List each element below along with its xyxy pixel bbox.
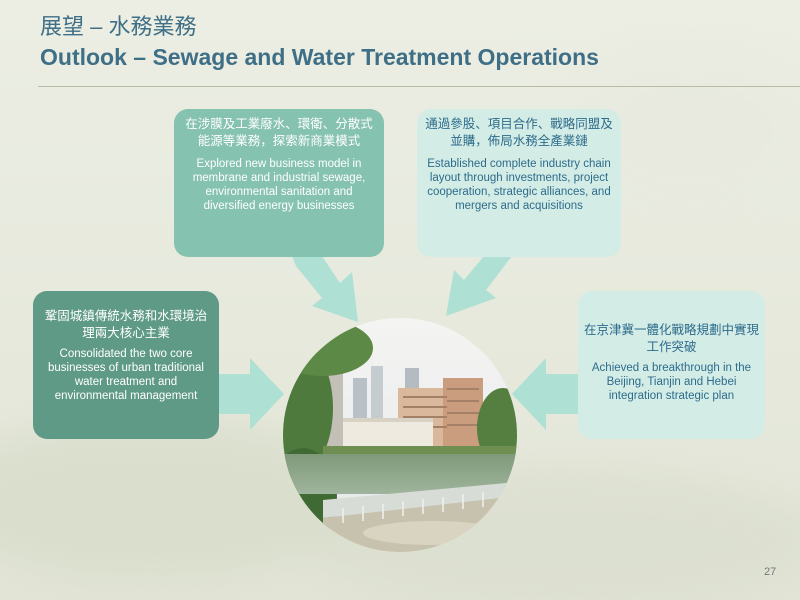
box-text-english: Explored new business model in membrane … [192,158,366,212]
arrow-right [512,358,578,430]
box-text-chinese: 在涉膜及工業廢水、環衛、分散式能源等業務，探索新商業模式 [185,116,373,148]
box-new-business-model: 在涉膜及工業廢水、環衛、分散式能源等業務，探索新商業模式 Explored ne… [174,109,384,257]
arrow-top-right [446,256,512,316]
box-core-businesses: 鞏固城鎮傳統水務和水環境治理兩大核心主業 Consolidated the tw… [33,291,219,439]
box-text-english: Achieved a breakthrough in the Beijing, … [591,362,752,402]
water-treatment-photo [283,318,517,552]
box-text-english: Consolidated the two core businesses of … [48,348,204,402]
box-text-chinese: 在京津冀一體化戰略規劃中實現工作突破 [584,322,760,354]
slide-title-english: Outlook – Sewage and Water Treatment Ope… [40,44,599,70]
box-industry-chain: 通過參股、項目合作、戰略同盟及並購，佈局水務全產業鏈 Established c… [417,109,621,257]
box-jingjinji-breakthrough: 在京津冀一體化戰略規劃中實現工作突破 Achieved a breakthrou… [578,291,765,439]
box-text-chinese: 鞏固城鎮傳統水務和水環境治理兩大核心主業 [44,308,208,340]
title-divider [38,86,800,87]
arrow-left [219,358,284,430]
page-number: 27 [764,566,777,578]
box-text-english: Established complete industry chain layo… [427,158,611,212]
box-text-chinese: 通過參股、項目合作、戰略同盟及並購，佈局水務全產業鏈 [425,116,613,148]
arrow-top-left [292,256,358,322]
slide-title-chinese: 展望 – 水務業務 [40,14,197,39]
